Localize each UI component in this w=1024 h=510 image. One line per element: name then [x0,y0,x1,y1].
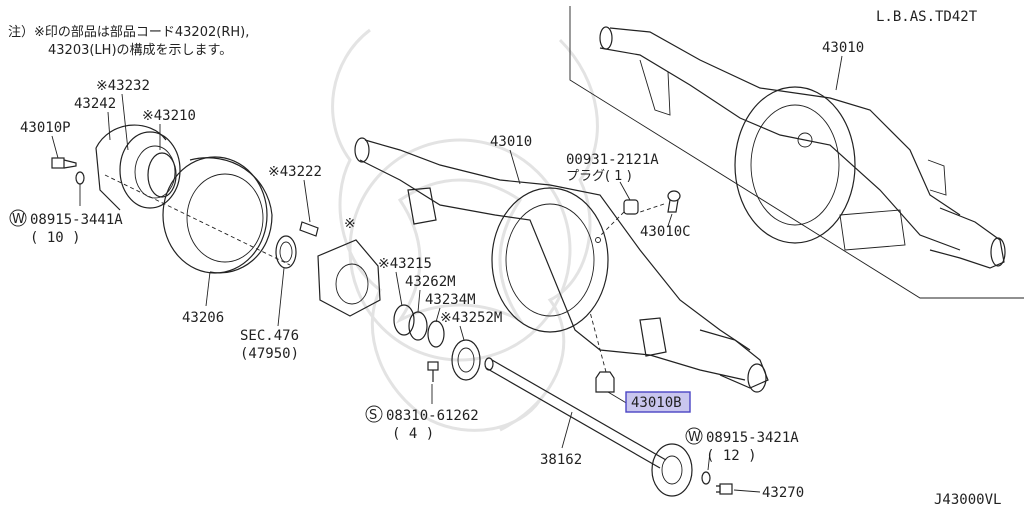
callout-43234m: 43234M [425,292,476,308]
callout-43010-main: 43010 [490,134,532,150]
callout-00931-2121a: 00931-2121A [566,152,659,168]
callout-08310-61262: 08310-61262 [386,408,479,424]
bolt-08310-61262 [427,361,439,382]
callout-plug: プラグ( 1 ) [566,169,632,184]
callout-43010c: 43010C [640,224,691,240]
detail-inset-frame [569,6,1024,299]
svg-text:W: W [688,430,701,445]
hub-bolt-43222 [299,221,319,237]
callout-sec476: SEC.476 [240,328,299,344]
leader-43010-detail [835,55,843,91]
callout-43252m: ※43252M [440,310,502,326]
watermark-emblem [331,28,599,432]
axle-shaft-38162 [484,357,693,497]
axle-hub [317,239,381,317]
highlight-43010b [625,391,691,413]
callout-43010b: 43010B [631,395,682,411]
brake-drum-43206 [162,156,273,274]
callout-08310-61262-qty: ( 4 ) [392,426,434,442]
spacer-43234m [427,320,445,348]
callout-38162: 38162 [540,452,582,468]
hub-bearing-43210 [95,124,181,211]
callout-08915-3421a-qty: ( 12 ) [706,448,757,464]
washer-type-w-marker-2 [685,427,703,445]
model-code: L.B.AS.TD42T [876,9,978,25]
svg-text:W: W [12,212,25,227]
callout-43210: ※43210 [142,108,196,124]
sensor-ring [275,235,297,269]
callout-08915-3441a-qty: ( 10 ) [30,230,81,246]
callout-43262m: 43262M [405,274,456,290]
main-axle-housing [354,137,769,393]
washer-08915-3421a [701,471,711,485]
screw-type-s-marker [365,405,383,423]
callout-star: ※ [344,216,356,232]
bolt-43010p [51,157,77,169]
leader-00931 [619,181,631,201]
callout-08915-3421a: 08915-3421A [706,430,799,446]
detail-axle-housing [599,26,1006,269]
callout-sec476-ref: (47950) [240,346,299,362]
drain-plug [623,199,639,215]
bearing-43252m [451,339,481,381]
leader-43010-main [509,149,521,185]
washer [75,171,85,185]
callout-43010p: 43010P [20,120,71,136]
leader-43010c [667,213,673,227]
washer-type-w-marker [9,209,27,227]
callout-43215: ※43215 [378,256,432,272]
diagram-code: J43000VL [934,492,1001,508]
svg-text:S: S [369,408,377,423]
callout-43010-detail: 43010 [822,40,864,56]
breather-43010c [667,190,681,213]
note-line-2: 43203(LH)の構成を示します。 [48,43,232,58]
seal-43262m [408,311,428,341]
callout-43270: 43270 [762,485,804,501]
callout-43242: 43242 [74,96,116,112]
callout-43222: ※43222 [268,164,322,180]
bolt-43270 [716,483,733,495]
bearing-43215 [393,304,415,336]
note-line-1: 注）※印の部品は部品コード43202(RH), [8,25,249,40]
callout-43232: ※43232 [96,78,150,94]
callout-43206: 43206 [182,310,224,326]
callout-08915-3441a: 08915-3441A [30,212,123,228]
vent-plug-43010b [595,371,615,393]
